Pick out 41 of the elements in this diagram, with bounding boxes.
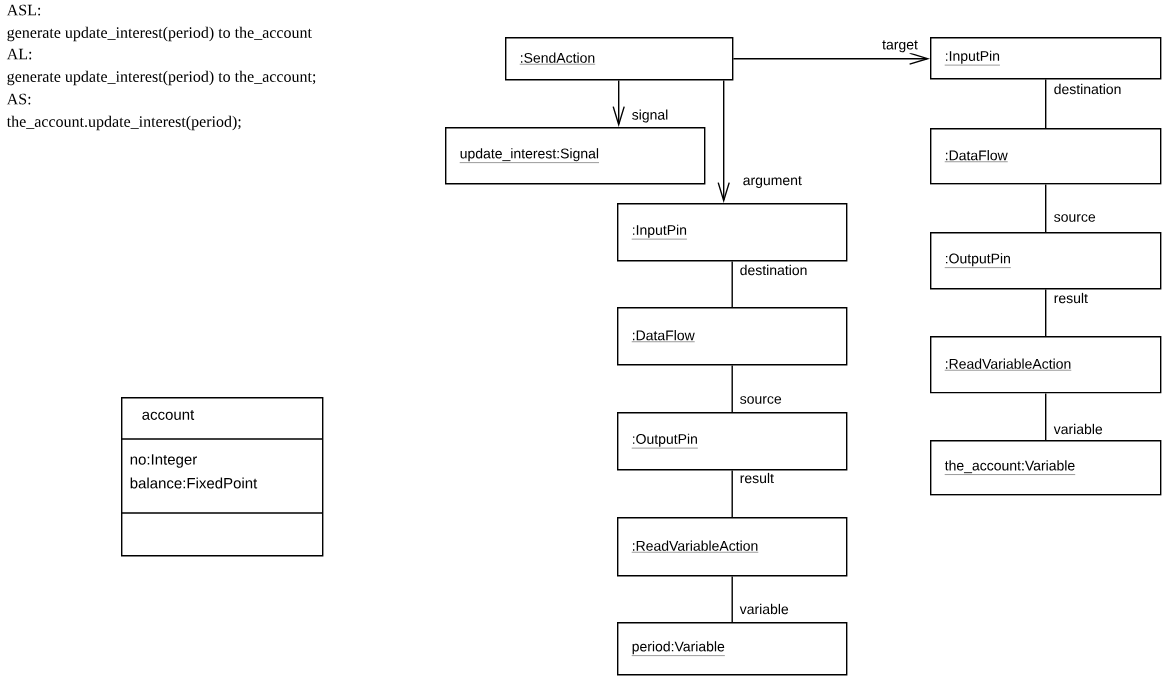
object-box: :InputPin [617,203,848,262]
code-text: the_account.update_interest(period); [6,115,241,131]
object-box: :DataFlow [617,307,848,366]
edge-label: source [738,395,783,405]
object-box: the_account:Variable [930,440,1162,496]
connector-line [731,364,733,413]
edge-label: variable [738,602,790,616]
object-box: :SendAction [505,37,734,81]
code-text: AS: [6,93,31,105]
connector-line [731,260,733,308]
edge-label: destination [738,263,809,277]
edge-label: argument [741,175,803,189]
object-box: :InputPin [930,37,1162,80]
connector-line [731,469,733,518]
code-text: generate update_interest(period) to the_account; [7,70,316,86]
edge-label: variable [1052,422,1104,436]
arrow [732,52,930,65]
edge-label: result [1052,291,1089,305]
connector-line [1045,288,1047,337]
edge-label: destination [1052,82,1123,96]
object-box: update_interest:Signal [445,127,706,185]
object-box: :OutputPin [617,412,848,471]
arrow [612,79,625,127]
code-text: generate update_interest(period) to the_account [7,26,312,42]
connector-line [1045,183,1047,233]
object-box: :OutputPin [930,232,1162,290]
code-text: AL: [6,48,32,60]
edge-label: signal [630,108,670,124]
edge-label: result [738,471,775,485]
edge-label: target [881,39,919,54]
object-box: :DataFlow [930,128,1162,185]
edge-label: source [1052,213,1097,223]
connector-line [1045,78,1047,129]
connector-line [731,575,733,623]
object-box: :ReadVariableAction [930,336,1162,394]
connector-line [1045,392,1047,441]
object-box: period:Variable [617,622,848,676]
object-box: :ReadVariableAction [617,517,848,577]
class-box: account no:Integer balance:FixedPoint [120,397,324,557]
arrow [717,79,730,203]
code-text: ASL: [6,4,41,16]
